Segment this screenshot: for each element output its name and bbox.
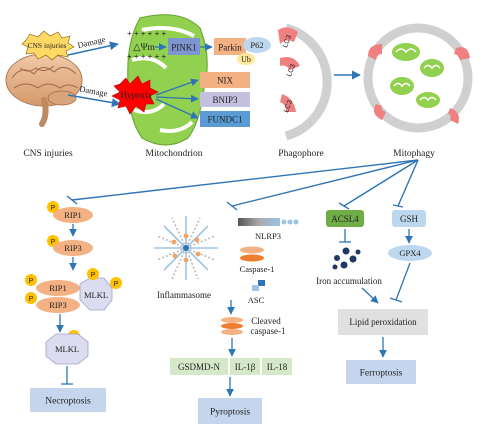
svg-text:P: P <box>114 281 119 288</box>
ub-label: Ub <box>241 55 251 64</box>
rip3-complex-oval <box>36 297 80 313</box>
iron-cluster-icon <box>332 247 361 270</box>
brain-icon <box>5 53 83 127</box>
pyroptosis-panel: Inflammasome NLRP3 Caspase-1 ASC Cleaved… <box>154 216 299 424</box>
nix-box <box>200 72 250 88</box>
rip1-oval <box>53 207 93 223</box>
nlrp3-label: NLRP3 <box>255 231 281 241</box>
svg-text:GSH: GSH <box>400 214 419 224</box>
rip1-complex-oval <box>36 280 80 296</box>
cleaved-line1: Cleaved <box>251 316 281 326</box>
caption-mitochondrion: Mitochondrion <box>146 149 203 159</box>
cleaved-line2: caspase-1 <box>251 326 286 336</box>
caption-cns-injuries: CNS injuries <box>23 149 73 159</box>
phagophore: LC3 LC3 LC3 <box>278 23 332 141</box>
ferroptosis-result-box <box>346 360 416 384</box>
asc-label: ASC <box>248 295 265 305</box>
svg-text:P: P <box>29 278 34 285</box>
svg-text:P: P <box>51 205 56 212</box>
caspase1-icon <box>240 246 264 254</box>
parkin-box <box>214 38 246 55</box>
svg-text:RIP1: RIP1 <box>64 210 81 220</box>
svg-text:P: P <box>29 296 34 303</box>
necroptosis-result-box <box>30 388 106 412</box>
phosphate-icon <box>110 277 122 289</box>
svg-text:P: P <box>91 272 96 279</box>
nix-label: NIX <box>217 76 233 86</box>
ub-oval <box>237 53 255 65</box>
svg-text:IL-1β: IL-1β <box>235 362 256 372</box>
lc3-crescent-icon <box>280 57 300 70</box>
svg-text:RIP1: RIP1 <box>49 283 66 293</box>
il1b-box <box>230 358 260 375</box>
cns-injuries-badge: CNS injuries <box>21 30 75 61</box>
p62-label: P62 <box>250 40 263 50</box>
fundc1-label: FUNDC1 <box>207 115 242 125</box>
inflammasome-label: Inflammasome <box>157 290 211 300</box>
svg-text:MLKL: MLKL <box>84 290 108 300</box>
rip3-oval <box>53 240 93 256</box>
nlrp3-bar <box>238 218 280 226</box>
cleaved-caspase1-icon <box>221 317 243 323</box>
damage-arrow-lower <box>67 94 121 108</box>
pyroptosis-result-box <box>198 398 262 424</box>
hypoxia-receptor-arrows <box>155 78 199 119</box>
phosphate-icon <box>25 274 37 286</box>
lc3-crescent-icon <box>280 94 296 112</box>
membrane-potential: + + + + + + + + + + + + △Ψm <box>127 29 166 61</box>
lc3-crescent-icon <box>278 27 298 44</box>
svg-text:+ + + + + +: + + + + + + <box>127 29 166 38</box>
svg-text:Lipid peroxidation: Lipid peroxidation <box>349 317 417 327</box>
fundc1-box <box>200 111 250 127</box>
svg-text:ACSL4: ACSL4 <box>331 214 359 224</box>
svg-text:LC3: LC3 <box>283 99 294 114</box>
pink1-label: PINK1 <box>171 43 197 53</box>
phosphate-icon <box>25 292 37 304</box>
pink1-box <box>168 38 200 55</box>
damage-arrow-upper <box>67 41 119 56</box>
gpx4-oval <box>388 245 432 261</box>
svg-text:P: P <box>51 239 56 246</box>
gsh-box <box>392 210 426 227</box>
delta-psi-label: △Ψm <box>133 43 155 53</box>
ferroptosis-panel: ACSL4 GSH Iron accumulation GPX4 Lipid p… <box>316 210 432 384</box>
necroptosis-panel: P RIP1 P RIP3 P RIP1 P RIP3 MLKL P P P M… <box>25 201 122 412</box>
caption-mitophagy: Mitophagy <box>393 149 435 159</box>
svg-text:IL-18: IL-18 <box>267 362 288 372</box>
svg-text:RIP3: RIP3 <box>49 300 66 310</box>
inflammasome-icon <box>154 216 218 280</box>
svg-text:Pyroptosis: Pyroptosis <box>210 408 250 418</box>
svg-text:LC3: LC3 <box>286 63 297 78</box>
svg-text:Necroptosis: Necroptosis <box>45 397 91 407</box>
caption-phagophore: Phagophore <box>278 149 323 159</box>
damage-label-lower: Damage <box>79 84 109 99</box>
gsdmd-box <box>170 358 228 375</box>
p62-oval <box>243 37 271 53</box>
cns-injuries-badge-label: CNS injuries <box>28 41 67 50</box>
phosphate-icon <box>47 201 59 213</box>
svg-text:GPX4: GPX4 <box>399 248 421 258</box>
mlkl-hexagon <box>45 333 89 365</box>
phosphate-icon <box>87 268 99 280</box>
mitophagy-inhibition-lines <box>66 159 419 211</box>
bnip3-box <box>200 92 250 107</box>
svg-text:LC3: LC3 <box>282 34 293 49</box>
svg-text:RIP3: RIP3 <box>64 243 81 253</box>
caspase1-label: Caspase-1 <box>240 264 275 274</box>
asc-icon <box>258 280 265 286</box>
bnip3-label: BNIP3 <box>212 95 238 105</box>
parkin-label: Parkin <box>218 43 242 53</box>
iron-accumulation-label: Iron accumulation <box>316 276 382 286</box>
lipid-peroxidation-box <box>338 309 428 335</box>
il18-box <box>262 358 292 375</box>
hypoxia-burst-icon: Hypoxia <box>111 75 159 115</box>
svg-text:Ferroptosis: Ferroptosis <box>360 369 403 379</box>
svg-text:+ + + + + +: + + + + + + <box>127 52 166 61</box>
svg-text:GSDMD-N: GSDMD-N <box>178 362 221 372</box>
acsl4-box <box>326 210 364 227</box>
hypoxia-label: Hypoxia <box>121 90 152 100</box>
svg-text:MLKL: MLKL <box>55 344 79 354</box>
mitophagosome <box>363 23 473 133</box>
